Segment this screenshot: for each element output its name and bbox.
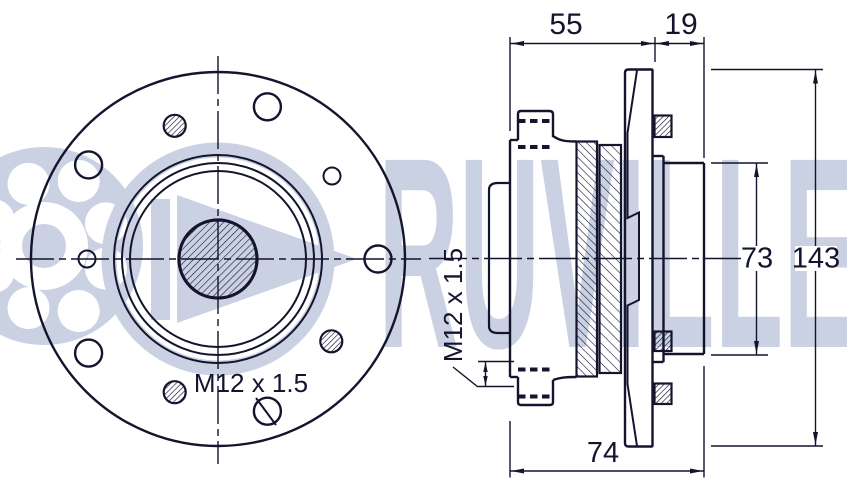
side-thread-label: M12 x 1.5 [438, 248, 468, 362]
bolt-hole-with-leader [252, 396, 283, 426]
bolt-hole [252, 92, 283, 122]
bearing-hub [22, 224, 66, 268]
bolt-hole [73, 338, 104, 368]
boss-ring-outer [113, 154, 323, 364]
bolt-hole [73, 150, 104, 180]
extension-lines [452, 37, 823, 478]
bolt-hole [363, 244, 393, 274]
flange-face-lines [626, 70, 640, 447]
hub-top-curve [552, 135, 577, 143]
hub-body [508, 109, 577, 407]
side-thread-leader [452, 366, 479, 388]
wheel-studs-front [162, 113, 344, 405]
front-thread-label: M12 x 1.5 [194, 368, 308, 398]
hub-bottom-curve [552, 375, 577, 382]
stud-end [653, 114, 673, 139]
boss-ring-middle [121, 162, 315, 356]
thread-leader-line [255, 397, 277, 426]
small-hole [77, 249, 97, 269]
flange-outer-circle [29, 70, 407, 448]
stud-section [162, 380, 187, 405]
pilot-cylinder [652, 154, 706, 364]
side-view [429, 68, 741, 448]
dimension-arrowheads [483, 41, 818, 474]
dimension-label-73: 73 [741, 243, 773, 275]
stud-thread-hidden-lines [518, 119, 553, 399]
stud-bottom-outline [516, 377, 555, 407]
small-holes [77, 166, 342, 269]
front-view [16, 56, 421, 464]
label-halo-73 [741, 246, 773, 271]
small-hole [322, 166, 342, 186]
inner-race-sleeve [487, 181, 510, 335]
dimension-label-19: 19 [664, 8, 697, 41]
dimension-label-74: 74 [587, 437, 619, 469]
flange-outline [623, 68, 654, 448]
ruville-watermark: RUVILLE [0, 101, 847, 405]
bearing-section-left [575, 140, 599, 378]
flange-profile-line [626, 70, 640, 447]
dimension-label-143: 143 [792, 243, 840, 275]
dimension-label-55: 55 [549, 8, 582, 41]
bearing-section-right [598, 143, 623, 375]
boss-ring-inner [129, 170, 307, 348]
center-shaft-section [177, 218, 259, 300]
stud-top-outline [516, 109, 555, 140]
label-halo-143 [795, 246, 837, 271]
stud-section [319, 329, 344, 354]
bolt-holes [73, 92, 393, 426]
stud-section [162, 113, 187, 138]
stud-end [653, 382, 673, 406]
